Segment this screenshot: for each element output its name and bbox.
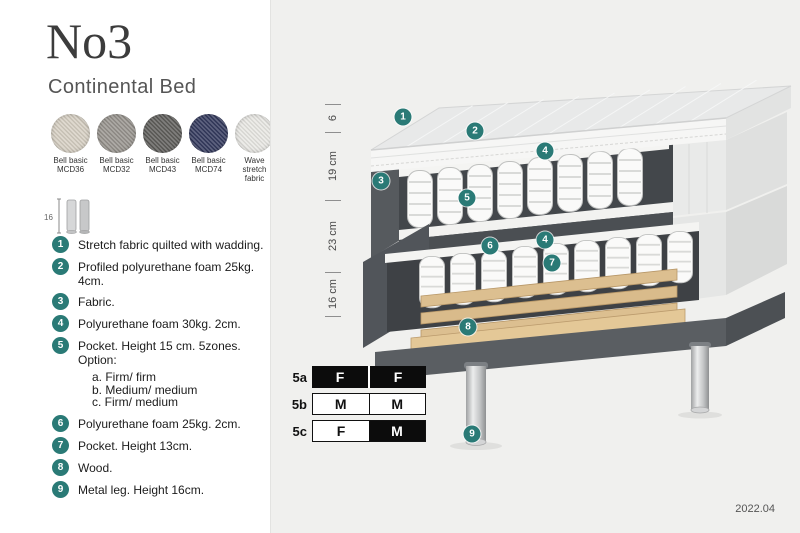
dimension-tick xyxy=(325,316,341,317)
legend-badge: 1 xyxy=(52,236,69,253)
legend-badge: 7 xyxy=(52,436,69,454)
dimension-label-legs: 16 cm xyxy=(327,279,339,309)
dimension-label-upper: 19 cm xyxy=(327,151,339,181)
diagram-badge-4b: 4 xyxy=(536,231,554,249)
legend-item-8: 8 Wood. xyxy=(52,458,270,476)
diagram-badge-6: 6 xyxy=(481,237,499,255)
legend-item-4: 4 Polyurethane foam 30kg. 2cm. xyxy=(52,315,270,332)
version-stamp: 2022.04 xyxy=(735,503,775,515)
legend-badge: 8 xyxy=(52,458,69,476)
swatch-label: Wave stretch fabric xyxy=(242,156,267,184)
diagram-badge-4a: 4 xyxy=(536,142,554,160)
swatch-label: Bell basic MCD36 xyxy=(53,156,88,175)
fabric-swatch-icon xyxy=(235,114,274,153)
legend-item-7: 7 Pocket. Height 13cm. xyxy=(52,436,270,454)
firmness-table: 5a F F 5b M M 5c F M xyxy=(283,366,426,447)
diagram-badge-1: 1 xyxy=(394,108,412,126)
legend-item-5: 5 Pocket. Height 15 cm. 5zones. Option: xyxy=(52,337,270,367)
legend-item-5-options: a. Firm/ firm b. Medium/ medium c. Firm/… xyxy=(92,370,198,410)
dimension-tick xyxy=(325,104,341,105)
dimension-tick xyxy=(325,132,341,133)
swatch-label: Bell basic MCD43 xyxy=(145,156,180,175)
swatch-mcd32: Bell basic MCD32 xyxy=(95,114,138,184)
component-legend: 1 Stretch fabric quilted with wadding. 2… xyxy=(52,236,270,503)
base-frame xyxy=(375,292,785,380)
dimension-label-lower: 23 cm xyxy=(327,221,339,251)
bed-cutaway-illustration xyxy=(363,79,792,450)
legend-item-3: 3 Fabric. xyxy=(52,293,270,310)
leg-dimension-icon: 16 xyxy=(44,192,98,245)
diagram-badge-9: 9 xyxy=(463,425,481,443)
swatch-mcd36: Bell basic MCD36 xyxy=(49,114,92,184)
legend-item-6: 6 Polyurethane foam 25kg. 2cm. xyxy=(52,414,270,432)
swatch-label: Bell basic MCD32 xyxy=(99,156,134,175)
diagram-badge-5: 5 xyxy=(458,189,476,207)
diagram-badge-2: 2 xyxy=(466,122,484,140)
swatch-wave-stretch: Wave stretch fabric xyxy=(233,114,276,184)
legend-item-9: 9 Metal leg. Height 16cm. xyxy=(52,480,270,498)
wood-slats xyxy=(410,268,686,358)
firmness-row-5a: 5a F F xyxy=(283,366,426,388)
diagram-badge-3: 3 xyxy=(372,172,390,190)
page-title: No3 xyxy=(46,13,133,69)
svg-text:16: 16 xyxy=(44,213,53,222)
diagram-panel: 6 19 cm 23 cm 16 cm 1 2 3 4 5 4 6 7 8 9 … xyxy=(270,0,800,533)
legend-badge: 9 xyxy=(52,480,69,498)
fabric-swatch-icon xyxy=(189,114,228,153)
diagram-badge-7: 7 xyxy=(543,254,561,272)
legend-item-2: 2 Profiled polyurethane foam 25kg. 4cm. xyxy=(52,258,270,288)
legend-badge: 3 xyxy=(52,293,69,310)
info-panel: No3 Continental Bed Bell basic MCD36 Bel… xyxy=(0,0,274,533)
legend-badge: 6 xyxy=(52,414,69,432)
diagram-badge-8: 8 xyxy=(459,318,477,336)
legend-badge: 4 xyxy=(52,315,69,332)
legend-badge: 2 xyxy=(52,258,69,275)
dimension-label-top: 6 xyxy=(327,114,339,122)
firmness-row-5c: 5c F M xyxy=(283,420,426,442)
legend-item-1: 1 Stretch fabric quilted with wadding. xyxy=(52,236,270,253)
fabric-swatch-icon xyxy=(97,114,136,153)
swatch-label: Bell basic MCD74 xyxy=(191,156,226,175)
fabric-swatch-icon xyxy=(143,114,182,153)
swatch-mcd43: Bell basic MCD43 xyxy=(141,114,184,184)
fabric-swatches: Bell basic MCD36 Bell basic MCD32 Bell b… xyxy=(49,114,276,184)
firmness-row-5b: 5b M M xyxy=(283,393,426,415)
metal-legs xyxy=(450,342,722,450)
dimension-tick xyxy=(325,200,341,201)
legend-badge: 5 xyxy=(52,337,69,354)
dimension-tick xyxy=(325,272,341,273)
page-subtitle: Continental Bed xyxy=(48,76,197,98)
fabric-swatch-icon xyxy=(51,114,90,153)
swatch-mcd74: Bell basic MCD74 xyxy=(187,114,230,184)
